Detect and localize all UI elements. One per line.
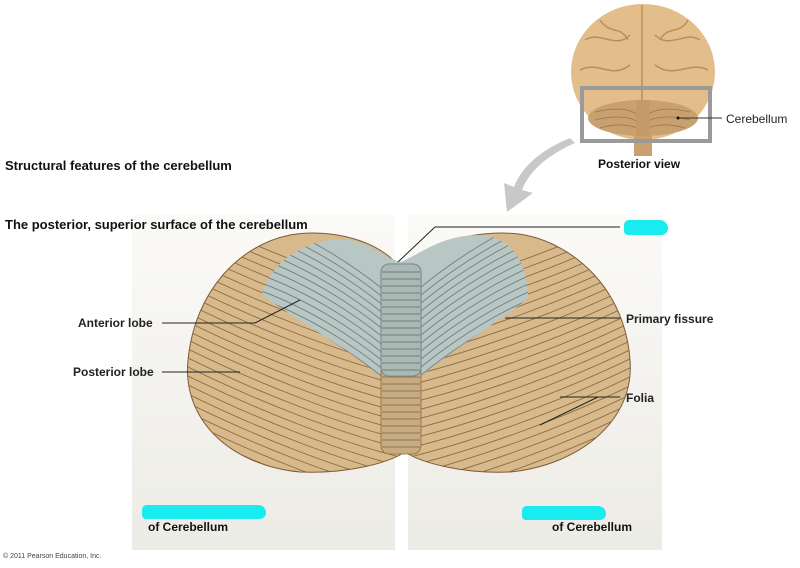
folium-left [187, 407, 401, 473]
folium-anterior-right [411, 278, 528, 360]
bottom-left-caption: of Cerebellum [148, 520, 229, 534]
inset-caption: Posterior view [598, 157, 681, 171]
anterior-lobe-label: Anterior lobe [78, 316, 153, 330]
folium-right [409, 380, 631, 467]
folium-anterior-left [262, 286, 391, 368]
page-subtitle: The posterior, superior surface of the c… [5, 217, 308, 232]
folium-left [187, 353, 401, 440]
folium-anterior-right [411, 235, 528, 296]
folium-left [187, 371, 401, 458]
folium-anterior-left [262, 235, 391, 296]
folium-left [187, 344, 401, 431]
folium-right [409, 308, 631, 395]
folium-left [187, 335, 401, 422]
page-title: Structural features of the cerebellum [5, 158, 232, 173]
folium-anterior-left [262, 278, 391, 360]
folium-left [187, 308, 401, 395]
folium-right [409, 344, 631, 431]
bottom-right-caption: of Cerebellum [552, 520, 633, 534]
folium-left [187, 317, 401, 404]
redacted-label-bottom-right [522, 506, 606, 520]
folium-right [409, 326, 631, 413]
folium-anterior-left [262, 235, 391, 304]
folium-right [409, 299, 631, 386]
copyright: © 2011 Pearson Education, Inc. [3, 553, 102, 560]
folium-anterior-right [411, 262, 528, 344]
folia-label: Folia [626, 391, 655, 405]
leader-folia [539, 396, 620, 426]
folium-right [409, 362, 631, 449]
inset-brain [571, 4, 722, 156]
redacted-label-top [624, 220, 668, 235]
redacted-label-bottom-left [142, 505, 266, 519]
folium-left [187, 326, 401, 413]
folium-right [409, 290, 631, 377]
folium-left [187, 380, 401, 467]
folium-left [187, 299, 401, 386]
folium-right [409, 317, 631, 404]
folium-right [409, 371, 631, 458]
posterior-lobe-label: Posterior lobe [73, 365, 154, 379]
curved-arrow [504, 138, 575, 212]
folium-anterior-right [411, 235, 528, 304]
leader-vermis [397, 226, 620, 263]
folium-right [409, 407, 631, 473]
folium-anterior-left [262, 270, 391, 352]
folium-left [187, 362, 401, 449]
primary-fissure-label: Primary fissure [626, 312, 714, 326]
leader-anterior [162, 299, 301, 324]
folium-right [409, 398, 631, 473]
folium-anterior-right [411, 270, 528, 352]
vermis [380, 263, 422, 455]
inset-cerebellum-label: Cerebellum [726, 112, 788, 126]
folium-right [409, 335, 631, 422]
folium-right [409, 353, 631, 440]
folium-anterior-right [411, 286, 528, 368]
folium-left [187, 398, 401, 473]
